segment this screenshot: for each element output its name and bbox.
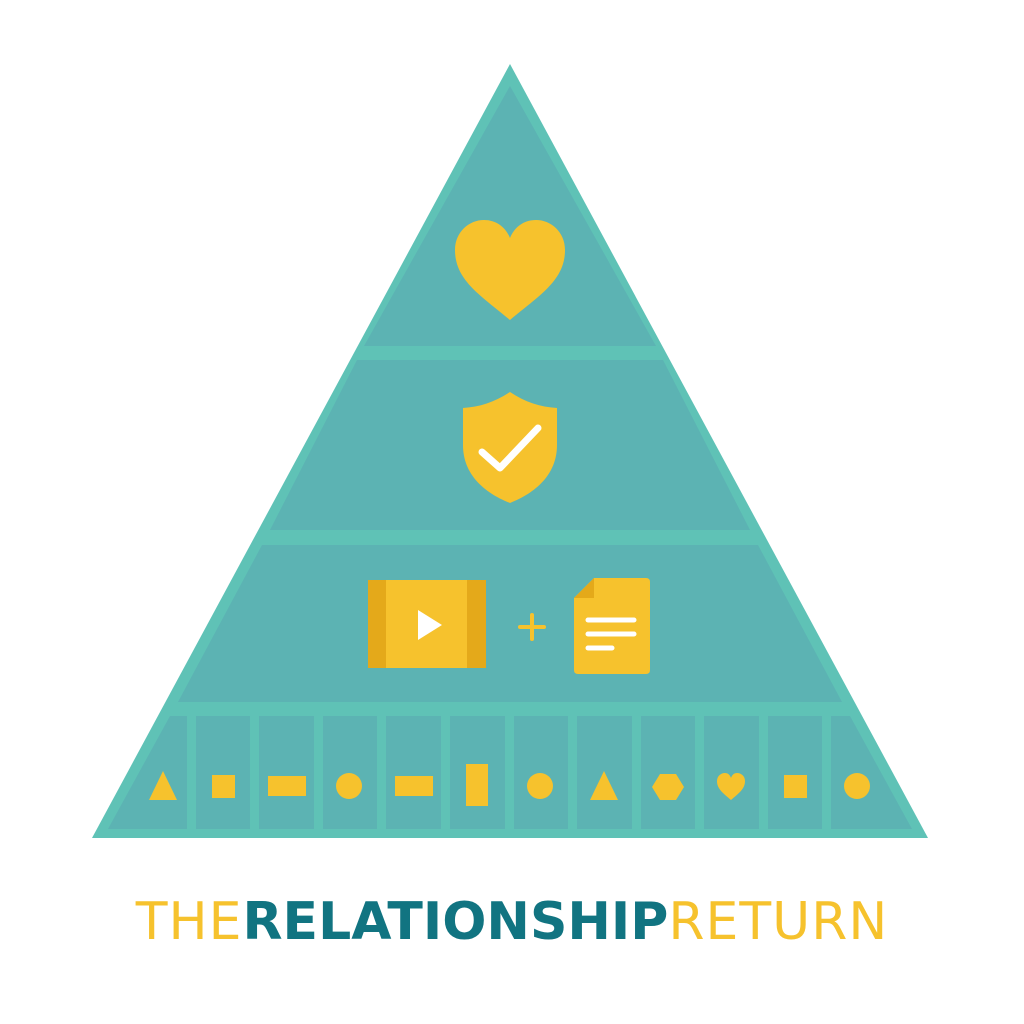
- wide-bar-icon: [268, 776, 306, 796]
- small-square-icon: [784, 775, 807, 798]
- triangle-icon: [590, 771, 618, 800]
- small-square-icon: [212, 775, 235, 798]
- document-icon: [574, 578, 650, 674]
- wide-bar-icon: [395, 776, 433, 796]
- title-return: RETURN: [668, 892, 889, 952]
- pyramid-tier-top: [364, 86, 656, 346]
- shield-check-icon: [463, 392, 557, 503]
- circle-icon: [844, 773, 870, 799]
- video-play-icon: [368, 580, 486, 668]
- brand-title: THERELATIONSHIPRETURN: [0, 890, 1024, 954]
- hexagon-icon: [652, 774, 684, 800]
- circle-icon: [527, 773, 553, 799]
- title-relationship: RELATIONSHIP: [242, 892, 669, 952]
- base-cell-dividers: [187, 716, 831, 829]
- plus-sign: [518, 613, 546, 641]
- heart-icon: [455, 220, 565, 320]
- title-the: THE: [135, 892, 243, 952]
- pyramid-tier-third: [178, 545, 842, 702]
- base-shapes: [149, 764, 870, 806]
- tall-bar-icon: [466, 764, 488, 806]
- triangle-icon: [149, 771, 177, 800]
- heart-icon: [717, 773, 745, 800]
- circle-icon: [336, 773, 362, 799]
